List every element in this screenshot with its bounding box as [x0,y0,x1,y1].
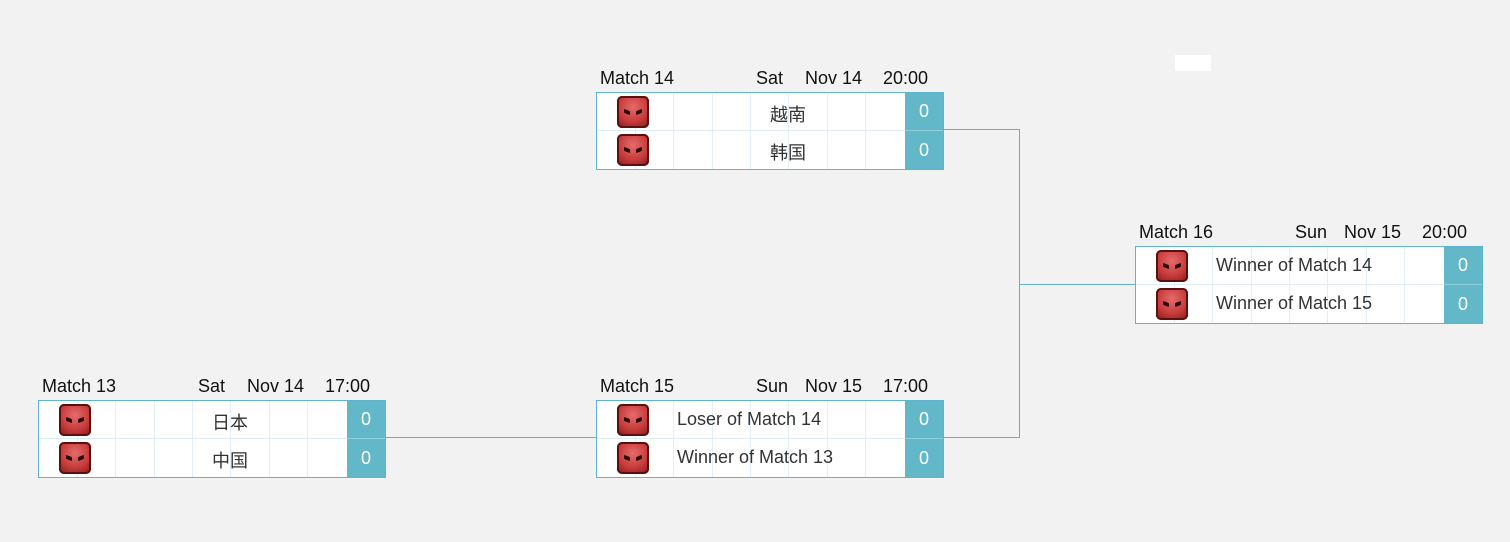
team-score: 0 [1444,285,1482,323]
team-score: 0 [905,439,943,477]
connector-m13-to-m15 [385,437,597,438]
match-day: Sun [756,376,789,396]
team-name: 韩国 [770,143,806,163]
team-row[interactable]: 中国 0 [39,439,385,477]
team-name: 日本 [212,413,248,433]
team-score: 0 [347,439,385,477]
team-name: Loser of Match 14 [677,409,822,429]
match-date: Nov 15 [805,376,863,396]
team-score: 0 [905,131,943,169]
match-label: Match 16 [1139,222,1214,242]
match-header: Match 15 Sun Nov 15 17:00 [596,374,944,400]
match-box: 日本 0 中国 0 [38,400,386,478]
match-box: 越南 0 韩国 0 [596,92,944,170]
match-day: Sat [198,376,226,396]
connector-to-m16 [1019,284,1137,285]
team-name: 中国 [212,451,248,471]
match-header: Match 13 Sat Nov 14 17:00 [38,374,386,400]
match-day: Sat [756,68,784,88]
team-name: Winner of Match 14 [1216,255,1373,275]
team-avatar-icon [617,404,649,436]
team-score: 0 [905,401,943,439]
team-avatar-icon [59,404,91,436]
team-row[interactable]: Winner of Match 15 0 [1136,285,1482,323]
team-avatar-icon [617,442,649,474]
match-time: 17:00 [883,376,929,396]
match-date: Nov 14 [247,376,305,396]
team-avatar-icon [617,96,649,128]
team-row[interactable]: 韩国 0 [597,131,943,169]
match-time: 20:00 [883,68,929,88]
team-row[interactable]: 日本 0 [39,401,385,439]
match-header: Match 14 Sat Nov 14 20:00 [596,66,944,92]
match-day: Sun [1295,222,1328,242]
match-time: 17:00 [325,376,371,396]
match-label: Match 14 [600,68,675,88]
connector-m14-out [942,129,1020,130]
team-score: 0 [1444,247,1482,285]
team-name: Winner of Match 13 [677,447,834,467]
match-date: Nov 15 [1344,222,1402,242]
team-avatar-icon [1156,288,1188,320]
match-header: Match 16 Sun Nov 15 20:00 [1135,220,1483,246]
team-row[interactable]: Loser of Match 14 0 [597,401,943,439]
blank-label [1175,55,1211,71]
match-box: Loser of Match 14 0 Winner of Match 13 0 [596,400,944,478]
match-time: 20:00 [1422,222,1468,242]
connector-m15-out [942,437,1020,438]
connector-vertical [1019,129,1020,438]
match-label: Match 15 [600,376,675,396]
team-avatar-icon [1156,250,1188,282]
team-name: 越南 [770,105,806,125]
match-label: Match 13 [42,376,117,396]
team-name: Winner of Match 15 [1216,293,1373,313]
team-score: 0 [905,93,943,131]
team-avatar-icon [617,134,649,166]
match-box: Winner of Match 14 0 Winner of Match 15 … [1135,246,1483,324]
team-row[interactable]: Winner of Match 13 0 [597,439,943,477]
team-row[interactable]: 越南 0 [597,93,943,131]
match-date: Nov 14 [805,68,863,88]
team-avatar-icon [59,442,91,474]
team-row[interactable]: Winner of Match 14 0 [1136,247,1482,285]
team-score: 0 [347,401,385,439]
